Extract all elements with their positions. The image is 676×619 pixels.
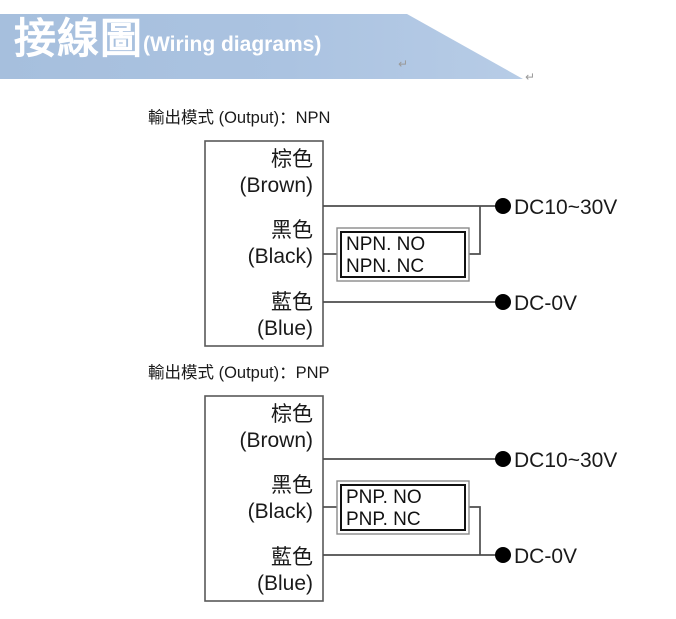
wire-label-black-cjk: 黑色 — [271, 474, 313, 497]
page-title: 接線圖(Wiring diagrams) — [14, 18, 321, 60]
npn-schematic: 棕色 (Brown) 黑色 (Black) 藍色 (Blue) NPN. NO … — [204, 140, 617, 347]
paragraph-mark-icon: ↵ — [398, 57, 409, 71]
terminal-dot-supply-npn — [495, 198, 511, 214]
wire-label-blue-cjk: 藍色 — [271, 546, 313, 569]
terminal-dot-ground-npn — [495, 294, 511, 310]
wire-label-black-en: (Black) — [248, 500, 313, 523]
relay-box-inner-npn — [340, 231, 466, 278]
relay-box-npn — [336, 227, 470, 282]
wire-label-brown-en: (Brown) — [239, 429, 313, 452]
section-label-npn: 輸出模式 (Output)：NPN — [148, 109, 331, 127]
terminal-label-ground-npn: DC-0V — [514, 292, 577, 315]
terminal-dot-supply-pnp — [495, 451, 511, 467]
header-banner: 接線圖(Wiring diagrams) ↵ ↵ — [0, 0, 676, 100]
wire-label-black-en: (Black) — [248, 245, 313, 268]
page-title-en: (Wiring diagrams) — [143, 33, 322, 56]
terminal-label-supply-pnp: DC10~30V — [514, 449, 617, 472]
relay-box-inner-pnp — [340, 484, 466, 531]
wire-label-blue-en: (Blue) — [257, 572, 313, 595]
section-label-pnp: 輸出模式 (Output)：PNP — [148, 364, 330, 382]
relay-label-no-npn: NPN. NO — [346, 234, 425, 255]
paragraph-mark-icon: ↵ — [525, 70, 536, 84]
banner-shape — [0, 14, 523, 79]
terminal-label-supply-npn: DC10~30V — [514, 196, 617, 219]
sensor-body-pnp — [204, 395, 324, 602]
wire-label-blue-en: (Blue) — [257, 317, 313, 340]
relay-box-pnp — [336, 480, 470, 535]
pnp-schematic: 棕色 (Brown) 黑色 (Black) 藍色 (Blue) PNP. NO … — [204, 395, 617, 602]
page-title-cjk: 接線圖 — [14, 15, 144, 62]
relay-label-nc-npn: NPN. NC — [346, 256, 424, 277]
terminal-label-ground-pnp: DC-0V — [514, 545, 577, 568]
sensor-body-npn — [204, 140, 324, 347]
relay-label-nc-pnp: PNP. NC — [346, 509, 421, 530]
wire-label-brown-en: (Brown) — [239, 174, 313, 197]
wire-label-brown-cjk: 棕色 — [271, 403, 313, 426]
relay-label-no-pnp: PNP. NO — [346, 487, 422, 508]
terminal-dot-ground-pnp — [495, 547, 511, 563]
wire-label-black-cjk: 黑色 — [271, 219, 313, 242]
wire-label-brown-cjk: 棕色 — [271, 148, 313, 171]
wire-relay-return-pnp — [467, 506, 481, 555]
wire-label-blue-cjk: 藍色 — [271, 291, 313, 314]
wire-relay-return-npn — [467, 206, 481, 255]
